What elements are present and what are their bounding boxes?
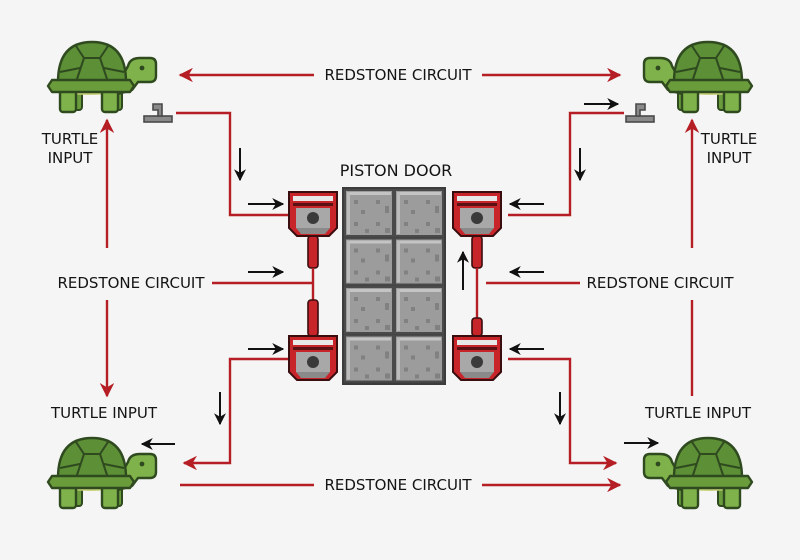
piston-bottom-left — [288, 335, 338, 381]
turtle-bottom-left — [46, 436, 158, 510]
piston-door-title: PISTON DOOR — [340, 161, 453, 180]
turtle-top-right — [642, 40, 754, 114]
wire-piston-bl-to-turtle-bl — [182, 357, 292, 471]
turtle-input-label-top-right-2: INPUT — [707, 149, 753, 167]
wire-piston-br-to-turtle-br — [508, 357, 618, 471]
piston-bottom-right — [452, 335, 502, 381]
top-circuit-label: REDSTONE CIRCUIT — [324, 66, 472, 84]
piston-top-left — [288, 191, 338, 237]
bottom-circuit-label: REDSTONE CIRCUIT — [324, 476, 472, 494]
turtle-top-left — [46, 40, 158, 114]
turtle-bottom-right — [642, 436, 754, 510]
lever-top-right[interactable] — [625, 103, 655, 123]
wire-lever-tr-to-piston-tr — [508, 111, 624, 217]
door-block-r1-c1 — [344, 189, 394, 237]
wire-lever-tl-to-piston-tl — [176, 111, 292, 217]
right-circuit-label: REDSTONE CIRCUIT — [586, 274, 734, 292]
piston-top-right — [452, 191, 502, 237]
door-block-r3-c1 — [344, 286, 394, 334]
door-block-r4-c1 — [344, 334, 394, 383]
door-block-r2-c2 — [394, 237, 444, 286]
turtle-input-label-top-left-1: TURTLE — [41, 130, 98, 148]
door-block-r1-c2 — [394, 189, 444, 237]
door-block-r2-c1 — [344, 237, 394, 286]
piston-rod-left-lower — [307, 299, 319, 337]
door-block-r4-c2 — [394, 334, 444, 383]
turtle-input-label-top-left-2: INPUT — [48, 149, 94, 167]
piston-rod-left-upper — [307, 235, 319, 269]
piston-rod-right-upper — [471, 235, 483, 269]
turtle-input-label-top-right-1: TURTLE — [700, 130, 757, 148]
piston-rod-right-lower — [471, 317, 483, 337]
lever-top-left[interactable] — [143, 103, 173, 123]
turtle-input-label-bottom-left: TURTLE INPUT — [50, 404, 158, 422]
left-circuit-label: REDSTONE CIRCUIT — [57, 274, 205, 292]
door-block-r3-c2 — [394, 286, 444, 334]
turtle-input-label-bottom-right: TURTLE INPUT — [644, 404, 752, 422]
